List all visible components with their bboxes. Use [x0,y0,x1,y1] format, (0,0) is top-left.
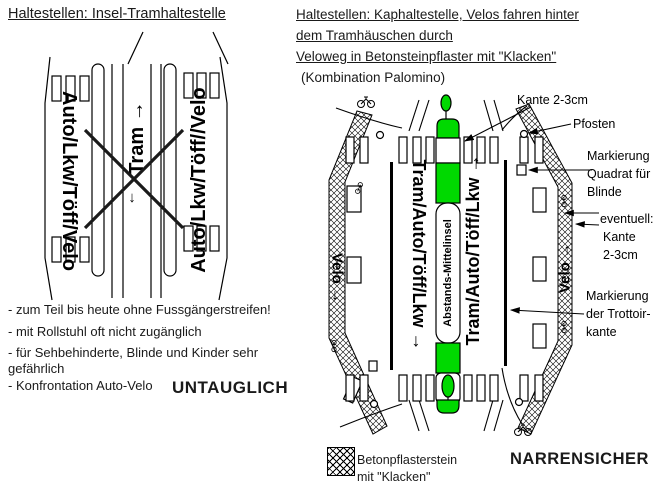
bike-marking-icon [331,339,337,353]
velo-right-label: Velo → [557,243,574,293]
right-subtitle: (Kombination Palomino) [301,70,446,85]
right-title-line-2: dem Tramhäuschen durch [296,28,453,43]
crossing-stripes [51,72,220,263]
annotation-trottoir-3: kante [586,325,617,339]
island-green-bottom [435,342,461,374]
blind-marking-square-right [516,164,527,176]
bike-marking-icon [561,320,567,334]
annotation-trottoir-2: der Trottoir- [586,307,651,321]
bike-marking-icon [355,182,363,194]
island-label: Abstands-Mittelinsel [442,219,454,327]
legend-text: Betonpflasterstein mit "Klacken" [357,452,457,486]
tram-track-lines [111,64,162,298]
island-green-top [435,162,461,204]
annotation-pfosten: Pfosten [573,117,615,131]
annotation-trottoir-1: Markierung [586,289,649,303]
left-verdict: UNTAUGLICH [172,378,289,397]
betonpflaster-legend-swatch [327,447,355,476]
platform-islands [91,63,177,277]
annotation-leader-lines [464,106,600,315]
annotation-kante-top: Kante 2-3cm [517,93,588,107]
annotation-eventuell-1: eventuell: [600,212,654,226]
note-line: - Konfrontation Auto-Velo [8,378,153,393]
lane-entry-lines [408,99,504,432]
island-crossing-gap [435,137,461,164]
kaphaltestelle-diagram: Abstands-Mittelinsel Tram/Auto/Töff/Lkw … [328,93,654,436]
bicycle-icon [357,96,375,108]
bike-marking-icon [561,194,567,208]
lane-right-label: Auto/Lkw/Töff//Velo [188,87,210,273]
right-title-line-1: Haltestellen: Kaphaltestelle, Velos fahr… [296,7,579,22]
tram-lane-label: Tram → [126,101,148,174]
lane-left-label: Tram/Auto/Töff/Lkw → [409,160,429,351]
note-line: - mit Rollstuhl oft nicht zugänglich [8,324,202,339]
right-title-line-3: Veloweg in Betonsteinpflaster mit "Klack… [296,49,557,64]
insel-tram-stop-diagram: Auto/Lkw/Töff/Velo Auto/Lkw/Töff//Velo T… [44,31,229,301]
annotation-blinde-1: Markierung [587,149,650,163]
pfosten-posts [369,129,529,409]
tram-pole-top [440,94,452,112]
center-island-and-tram: Abstands-Mittelinsel [435,94,461,414]
legend-line: Betonpflasterstein [357,453,458,467]
note-line: - für Sehbehinderte, Blinde und Kinder s… [8,345,259,360]
platform-edge-left [390,162,393,370]
left-title: Haltestellen: Insel-Tramhaltestelle [8,6,226,22]
right-verdict: NARRENSICHER [510,450,649,468]
velo-left-label: Velo → [329,253,346,303]
shelter-rects [346,185,547,349]
note-line: - zum Teil bis heute ohne Fussgängerstre… [8,302,271,317]
road-edges [44,31,229,301]
tram-opposite-direction-arrow: ↓ [128,189,136,206]
legend-line: mit "Klacken" [357,470,431,484]
note-line: gefährlich [8,361,65,376]
bicycle-icon [514,424,532,436]
lane-left-label: Auto/Lkw/Töff/Velo [58,91,80,271]
tram-front [436,118,460,139]
annotation-eventuell-3: 2-3cm [603,248,638,262]
tram-pole-bottom [441,374,455,398]
annotation-blinde-2: Quadrat für [587,167,650,181]
tram-end [436,399,460,414]
platform-edge-right [504,160,507,366]
lane-right-label: Tram/Auto/Töff/Lkw → [463,155,483,346]
crossing-stripes [345,136,544,402]
blind-marking-square-left [368,360,378,372]
crossed-out-x-icon [83,128,185,230]
annotation-blinde-3: Blinde [587,185,622,199]
left-notes-list: - zum Teil bis heute ohne Fussgängerstre… [8,302,271,394]
annotation-eventuell-2: Kante [603,230,636,244]
